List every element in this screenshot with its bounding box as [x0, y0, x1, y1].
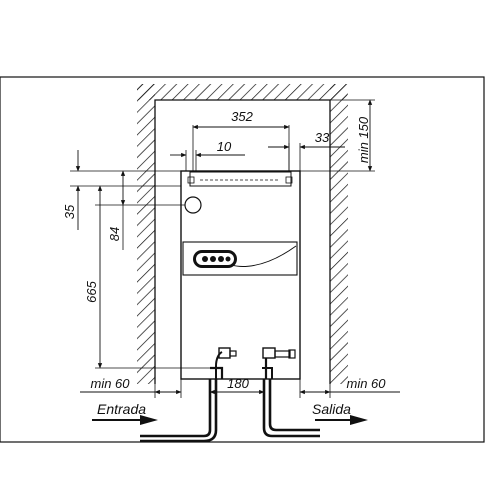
drawing-frame [0, 76, 485, 443]
brand-logo [193, 250, 237, 268]
inlet-arrow-icon [140, 415, 158, 425]
outlet-label-group: Salida [312, 401, 368, 425]
dim-35-label: 35 [62, 204, 77, 219]
dim-84-label: 84 [107, 227, 122, 241]
dim-665-label: 665 [84, 280, 99, 302]
inlet-label: Entrada [97, 401, 146, 417]
wall-hatching [137, 84, 348, 384]
dimension-35: 35 [62, 150, 81, 230]
water-pipes [140, 347, 320, 443]
dim-min-60-left-label: min 60 [90, 376, 130, 391]
dim-33-label: 33 [315, 130, 330, 145]
outlet-label: Salida [312, 401, 351, 417]
inlet-label-group: Entrada [92, 401, 158, 425]
dimension-10: 10 [170, 139, 245, 171]
dim-10-label: 10 [217, 139, 232, 154]
control-panel [182, 241, 298, 276]
reference-lines [70, 170, 210, 369]
dimension-bottom: min 60 180 min 60 [80, 376, 400, 398]
dim-min-150-label: min 150 [356, 116, 371, 163]
outlet-arrow-icon [350, 415, 368, 425]
heater-body [180, 170, 301, 380]
mounting-hole [184, 196, 202, 214]
dim-min-60-right-label: min 60 [346, 376, 386, 391]
dimension-33: 33 [268, 130, 345, 171]
dim-352-label: 352 [231, 109, 253, 124]
dimension-min-150: min 150 [300, 99, 375, 172]
dimension-665: 665 [84, 185, 103, 369]
dimension-352: 352 [192, 109, 290, 171]
dimension-84: 84 [107, 170, 126, 250]
dim-180-label: 180 [227, 376, 249, 391]
